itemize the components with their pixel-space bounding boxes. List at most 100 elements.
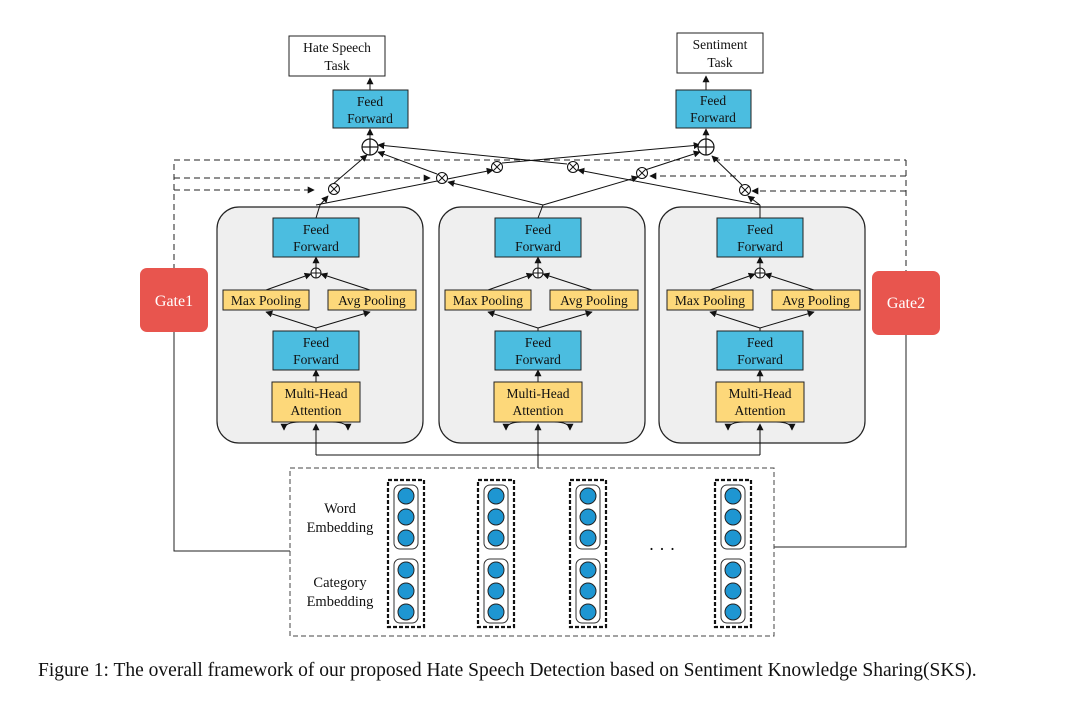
feed-forward-label-2: Forward <box>737 239 783 254</box>
add-operator-hate <box>361 138 379 156</box>
input-routing <box>316 454 760 468</box>
avg-pooling-block <box>771 289 861 311</box>
token-column <box>476 478 516 629</box>
embedding-unit <box>724 561 742 579</box>
sentiment-tower: Feed Forward Sentiment Task <box>675 32 764 129</box>
feed-forward-label: Feed <box>303 222 329 237</box>
multiply-operator <box>567 161 579 173</box>
expert-output-links <box>315 75 761 219</box>
ellipsis: · · · <box>649 539 676 559</box>
embedding-unit <box>579 529 597 547</box>
expert-panels <box>216 206 866 444</box>
feed-forward-lower-label: Feed <box>525 335 551 350</box>
embedding-unit <box>487 603 505 621</box>
embedding-unit <box>579 561 597 579</box>
hate-speech-task-label-2: Task <box>324 58 350 73</box>
expert-panel-right <box>658 206 866 444</box>
embedding-layer: Word Embedding Category Embedding · · · <box>289 467 775 637</box>
category-embedding-label-2: Embedding <box>307 594 374 610</box>
embedding-unit <box>724 508 742 526</box>
multi-head-attention-label-2: Attention <box>513 403 564 418</box>
embedding-unit <box>579 603 597 621</box>
embedding-unit <box>487 508 505 526</box>
token-column <box>386 478 426 629</box>
multi-head-attention-block <box>493 381 583 423</box>
feed-forward-block-lower <box>716 330 804 371</box>
multiply-operator <box>436 172 448 184</box>
max-pooling-block <box>222 289 310 311</box>
word-embedding-label-2: Embedding <box>307 520 374 536</box>
avg-pooling-label: Avg Pooling <box>560 293 628 308</box>
embedding-unit <box>579 508 597 526</box>
multi-head-attention-label: Multi-Head <box>729 386 792 401</box>
embedding-unit <box>579 487 597 505</box>
multiply-operator <box>636 167 648 179</box>
embedding-unit <box>487 561 505 579</box>
hate-tower: Feed Forward Hate Speech Task <box>288 35 409 129</box>
sentiment-feed-forward-label: Feed <box>700 93 726 108</box>
embedding-unit <box>397 487 415 505</box>
embedding-unit <box>724 582 742 600</box>
max-pooling-label: Max Pooling <box>231 293 301 308</box>
max-pooling-block <box>666 289 754 311</box>
embedding-unit <box>397 561 415 579</box>
expert-panel-left <box>216 206 424 444</box>
multi-head-attention-label-2: Attention <box>291 403 342 418</box>
multi-head-attention-label: Multi-Head <box>285 386 348 401</box>
feed-forward-lower-label-2: Forward <box>293 352 339 367</box>
multi-head-attention-label: Multi-Head <box>507 386 570 401</box>
max-pooling-label: Max Pooling <box>453 293 523 308</box>
feed-forward-block-lower <box>494 330 582 371</box>
embedding-unit <box>579 582 597 600</box>
gate-1: Gate1 <box>140 268 208 332</box>
sentiment-task-label-2: Task <box>707 55 733 70</box>
category-embedding-label: Category <box>313 575 367 591</box>
expert-right: Feed Forward Max Pooling Avg Pooling Fee… <box>666 217 861 455</box>
framework-diagram: Feed Forward Max Pooling Avg Pooling Fee… <box>140 32 940 637</box>
multiply-operators <box>328 161 751 196</box>
multiply-operator <box>739 184 751 196</box>
token-column <box>568 478 608 629</box>
expert-middle: Feed Forward Max Pooling Avg Pooling Fee… <box>444 217 639 455</box>
multiply-operator <box>328 183 340 195</box>
multi-head-attention-block <box>715 381 805 423</box>
embedding-unit <box>487 582 505 600</box>
max-pooling-label: Max Pooling <box>675 293 745 308</box>
tower-add-operators <box>361 138 715 156</box>
multi-head-attention-block <box>271 381 361 423</box>
gate-links <box>173 332 907 552</box>
add-operator-sentiment <box>697 138 715 156</box>
avg-pooling-label: Avg Pooling <box>338 293 406 308</box>
hate-feed-forward-label-2: Forward <box>347 111 393 126</box>
feed-forward-block <box>494 217 582 258</box>
embedding-unit <box>397 582 415 600</box>
sentiment-feed-forward-label-2: Forward <box>690 110 736 125</box>
embedding-unit <box>724 487 742 505</box>
embedding-unit <box>397 508 415 526</box>
hate-feed-forward-block <box>332 89 409 129</box>
hate-feed-forward-label: Feed <box>357 94 383 109</box>
hate-speech-task-label: Hate Speech <box>303 40 371 55</box>
sentiment-feed-forward-block <box>675 89 752 129</box>
avg-pooling-label: Avg Pooling <box>782 293 850 308</box>
embedding-unit <box>397 603 415 621</box>
expert-left: Feed Forward Max Pooling Avg Pooling Fee… <box>222 217 417 455</box>
feed-forward-label-2: Forward <box>515 239 561 254</box>
multi-head-attention-label-2: Attention <box>735 403 786 418</box>
avg-pooling-block <box>549 289 639 311</box>
feed-forward-label: Feed <box>525 222 551 237</box>
feed-forward-lower-label: Feed <box>747 335 773 350</box>
feed-forward-block-lower <box>272 330 360 371</box>
gate-1-label: Gate1 <box>155 293 193 310</box>
sentiment-task-box <box>676 32 764 74</box>
embedding-unit <box>487 487 505 505</box>
feed-forward-lower-label-2: Forward <box>515 352 561 367</box>
max-pooling-block <box>444 289 532 311</box>
feed-forward-lower-label: Feed <box>303 335 329 350</box>
hate-speech-task-box <box>288 35 386 77</box>
gate-2: Gate2 <box>872 271 940 335</box>
feed-forward-lower-label-2: Forward <box>737 352 783 367</box>
embedding-unit <box>724 603 742 621</box>
feed-forward-label-2: Forward <box>293 239 339 254</box>
embedding-unit <box>724 529 742 547</box>
